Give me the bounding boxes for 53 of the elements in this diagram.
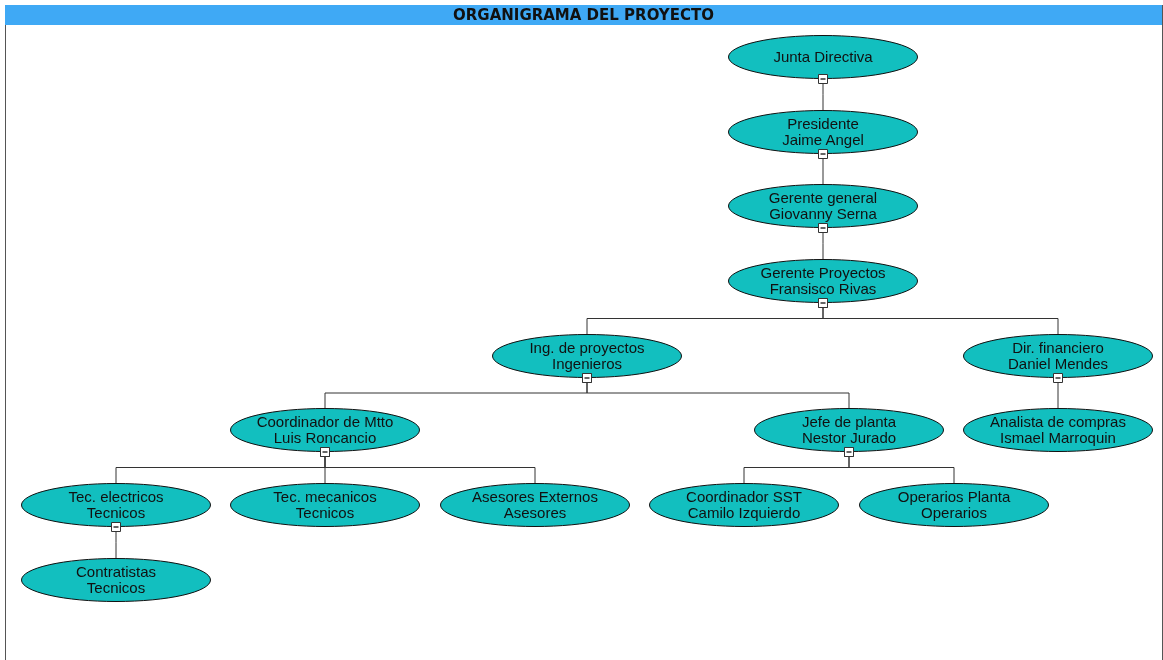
role-title: Jefe de planta bbox=[801, 414, 897, 430]
person-name: Fransisco Rivas bbox=[769, 281, 877, 297]
person-name: Tecnicos bbox=[86, 580, 146, 596]
role-title: Presidente bbox=[787, 116, 859, 132]
role-title: Gerente Proyectos bbox=[760, 265, 886, 281]
title-bar: ORGANIGRAMA DEL PROYECTO bbox=[5, 5, 1162, 25]
person-name: Tecnicos bbox=[86, 505, 146, 521]
person-name: Luis Roncancio bbox=[273, 430, 377, 446]
person-name: Daniel Mendes bbox=[1007, 356, 1109, 372]
person-ellipse bbox=[963, 408, 1153, 452]
connector-line bbox=[581, 372, 850, 409]
role-title: Analista de compras bbox=[990, 414, 1126, 430]
role-title: Ing. de proyectos bbox=[529, 340, 645, 356]
person-name: Nestor Jurado bbox=[801, 430, 897, 446]
role-title: Tec. electricos bbox=[68, 489, 164, 505]
connector-line bbox=[817, 297, 1059, 335]
person-name: Operarios bbox=[921, 505, 987, 521]
role-title: Operarios Planta bbox=[897, 489, 1011, 505]
person-ellipse bbox=[230, 483, 420, 527]
person-ellipse bbox=[440, 483, 630, 527]
role-title: Coordinador SST bbox=[686, 489, 802, 505]
person-name: Ismael Marroquin bbox=[1000, 430, 1116, 446]
role-title: Asesores Externos bbox=[472, 489, 598, 505]
connector-line bbox=[1052, 372, 1064, 409]
role-title: Gerente general bbox=[768, 190, 878, 206]
role-title: Dir. financiero bbox=[1012, 340, 1104, 356]
person-ellipse bbox=[728, 259, 918, 303]
person-ellipse bbox=[728, 35, 918, 79]
person-name: Camilo Izquierdo bbox=[687, 505, 801, 521]
person-ellipse bbox=[859, 483, 1049, 527]
role-title: Junta Directiva bbox=[773, 49, 873, 65]
person-ellipse bbox=[728, 110, 918, 154]
person-name: Jaime Angel bbox=[782, 132, 864, 148]
person-ellipse bbox=[492, 334, 682, 378]
person-name: Giovanny Serna bbox=[769, 206, 877, 222]
person-name: Tecnicos bbox=[295, 505, 355, 521]
connector-line bbox=[843, 446, 955, 484]
person-ellipse bbox=[21, 483, 211, 527]
person-ellipse bbox=[754, 408, 944, 452]
person-ellipse bbox=[728, 184, 918, 228]
connector-line bbox=[817, 222, 829, 260]
person-ellipse bbox=[649, 483, 839, 527]
person-name: Ingenieros bbox=[551, 356, 623, 372]
connector-line bbox=[817, 148, 829, 185]
person-name: Asesores bbox=[503, 505, 567, 521]
role-title: Tec. mecanicos bbox=[273, 489, 377, 505]
person-ellipse bbox=[21, 558, 211, 602]
role-title: Contratistas bbox=[75, 564, 156, 580]
person-ellipse bbox=[963, 334, 1153, 378]
connector-line bbox=[110, 521, 122, 559]
person-ellipse bbox=[230, 408, 420, 452]
connector-line bbox=[817, 73, 829, 111]
role-title: Coordinador de Mtto bbox=[256, 414, 394, 430]
